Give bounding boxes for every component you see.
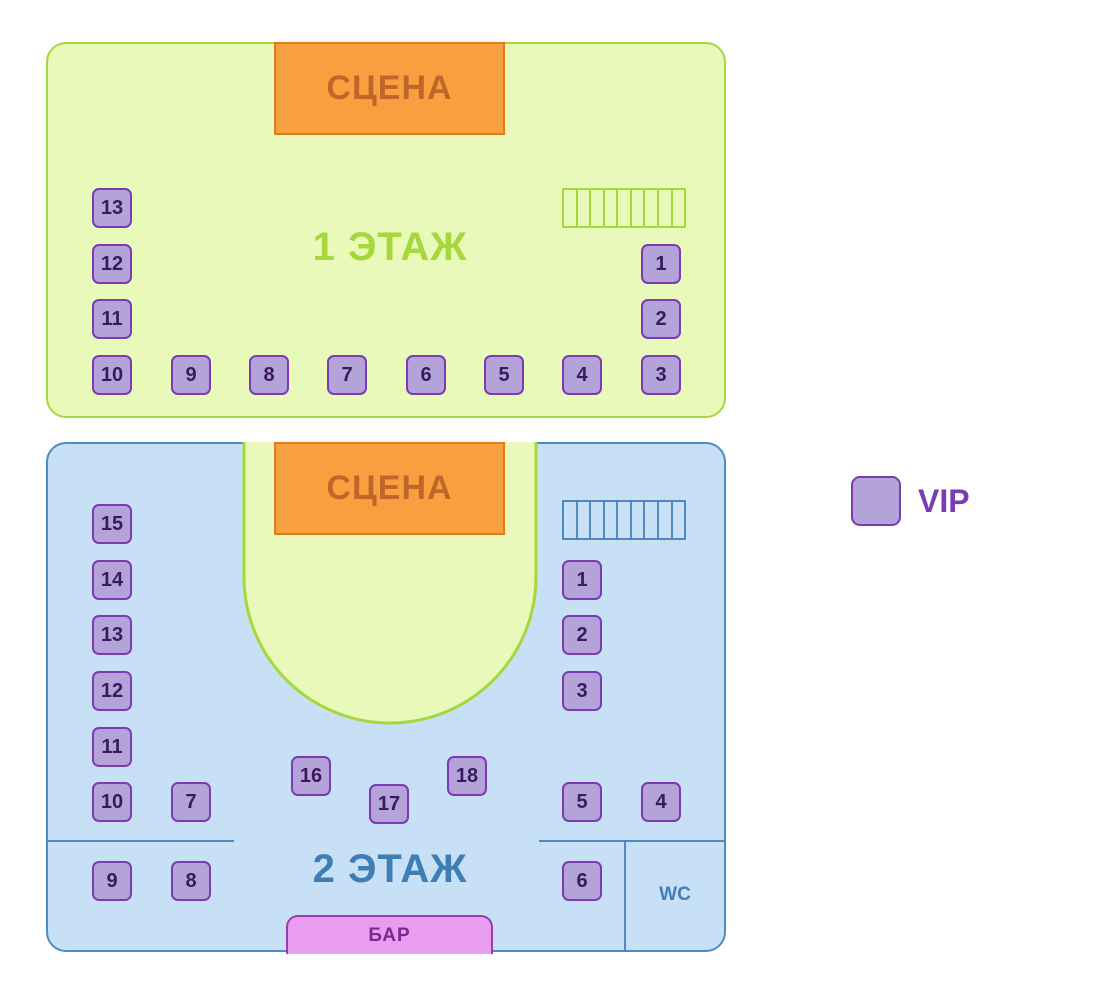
floor-1-table-13[interactable]: 13 — [92, 188, 132, 228]
floor-2-label: 2 ЭТАЖ — [312, 846, 468, 891]
floor-2-stage-label: СЦЕНА — [326, 469, 453, 507]
floor-1-table-7[interactable]: 7 — [327, 355, 367, 395]
floor-1-table-3[interactable]: 3 — [641, 355, 681, 395]
floor-1-stairs-icon — [562, 188, 686, 228]
floor-1-table-11[interactable]: 11 — [92, 299, 132, 339]
floor-1-table-6[interactable]: 6 — [406, 355, 446, 395]
floor-2-table-12[interactable]: 12 — [92, 671, 132, 711]
bar-label: БАР — [368, 924, 411, 946]
floor-1-stage: СЦЕНА — [274, 42, 505, 135]
vip-legend-label: VIP — [918, 482, 970, 519]
floor-2-table-3[interactable]: 3 — [562, 671, 602, 711]
floor-1-table-1[interactable]: 1 — [641, 244, 681, 284]
floor-2-table-5[interactable]: 5 — [562, 782, 602, 822]
floor-2-table-10[interactable]: 10 — [92, 782, 132, 822]
floor-2-stage: СЦЕНА — [274, 442, 505, 535]
wc-wall — [624, 840, 626, 952]
floor-1-stage-label: СЦЕНА — [326, 69, 453, 107]
floor-1-table-10[interactable]: 10 — [92, 355, 132, 395]
floor-1-label: 1 ЭТАЖ — [312, 224, 468, 269]
floor-2-table-4[interactable]: 4 — [641, 782, 681, 822]
vip-legend-swatch — [851, 476, 901, 526]
floor-1-table-9[interactable]: 9 — [171, 355, 211, 395]
floor-2-table-15[interactable]: 15 — [92, 504, 132, 544]
floor-2-table-7[interactable]: 7 — [171, 782, 211, 822]
floor-1-table-2[interactable]: 2 — [641, 299, 681, 339]
floor-2-table-6[interactable]: 6 — [562, 861, 602, 901]
floor-2-divider-left — [46, 840, 234, 842]
floor-2-table-2[interactable]: 2 — [562, 615, 602, 655]
floor-2-table-13[interactable]: 13 — [92, 615, 132, 655]
floor-2-table-11[interactable]: 11 — [92, 727, 132, 767]
wc-label: WC — [659, 884, 691, 905]
bar-counter: БАР — [286, 915, 493, 954]
floor-2-table-9[interactable]: 9 — [92, 861, 132, 901]
floor-1-table-4[interactable]: 4 — [562, 355, 602, 395]
floor-2-table-14[interactable]: 14 — [92, 560, 132, 600]
floor-2-table-8[interactable]: 8 — [171, 861, 211, 901]
floor-2-table-17[interactable]: 17 — [369, 784, 409, 824]
floor-1-table-12[interactable]: 12 — [92, 244, 132, 284]
floor-2-stairs-icon — [562, 500, 686, 540]
floor-2-divider-right — [539, 840, 726, 842]
floor-2-table-16[interactable]: 16 — [291, 756, 331, 796]
floor-1-table-8[interactable]: 8 — [249, 355, 289, 395]
floor-2-table-18[interactable]: 18 — [447, 756, 487, 796]
floor-2-table-1[interactable]: 1 — [562, 560, 602, 600]
floor-1-table-5[interactable]: 5 — [484, 355, 524, 395]
